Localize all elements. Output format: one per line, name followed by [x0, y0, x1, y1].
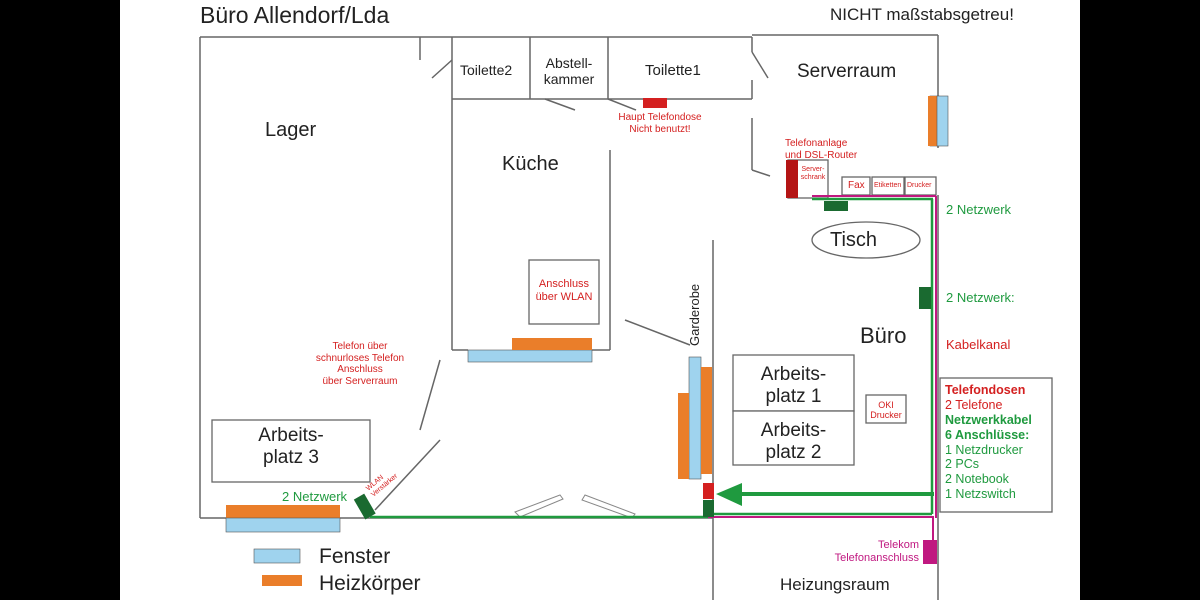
- legend-fenster: Fenster: [319, 545, 391, 568]
- fax-label: Fax: [848, 180, 865, 191]
- room-garderobe: Garderobe: [687, 283, 702, 346]
- netzwerk-bottom-label: 2 Netzwerk: [282, 489, 348, 504]
- kabelkanal-label: Kabelkanal: [946, 337, 1011, 352]
- room-abstellkammer: Abstell- kammer: [543, 55, 595, 88]
- netzwerk-item: 2 PCs: [945, 457, 980, 472]
- oki-drucker: OKI Drucker: [870, 400, 902, 421]
- telefon-schnurlos: Telefon über schnurloses Telefon Anschlu…: [315, 341, 405, 387]
- walls: [199, 34, 939, 600]
- arbeitsplatz-1: Arbeits- platz 1: [760, 364, 827, 407]
- room-kueche: Küche: [502, 153, 559, 175]
- drucker-label: Drucker: [907, 182, 932, 189]
- room-toilette2: Toilette2: [460, 62, 513, 78]
- netzwerk-mid-label: 2 Netzwerk:: [946, 290, 1015, 305]
- wlan-anschluss: Anschluss über WLAN: [535, 278, 593, 303]
- cables: [370, 195, 937, 540]
- room-heizungsraum: Heizungsraum: [780, 575, 890, 594]
- room-toilette1: Toilette1: [645, 62, 701, 79]
- room-serverraum: Serverraum: [797, 61, 897, 82]
- windows-heaters: [225, 95, 949, 586]
- etiketten-label: Etiketten: [874, 182, 902, 189]
- haupt-telefondose: Haupt Telefondose Nicht benutzt!: [618, 112, 702, 135]
- room-lager: Lager: [265, 119, 317, 141]
- arbeitsplatz-2: Arbeits- platz 2: [760, 420, 827, 463]
- furniture: [211, 159, 1053, 513]
- telefondosen-title: Telefondosen: [945, 383, 1026, 397]
- sockets: [353, 98, 937, 564]
- info-box: Telefondosen 2 Telefone Netzwerkkabel 6 …: [945, 383, 1032, 502]
- netzwerk-item: 1 Netzswitch: [945, 487, 1016, 502]
- scale-note: NICHT maßstabsgetreu!: [830, 5, 1014, 24]
- telefondosen-item: 2 Telefone: [945, 397, 1003, 412]
- telefonanlage-label: Telefonanlage und DSL-Router: [785, 138, 858, 161]
- netzwerk-top-label: 2 Netzwerk: [946, 202, 1012, 217]
- anschluesse-title: 6 Anschlüsse:: [945, 427, 1030, 442]
- netzwerkkabel-title: Netzwerkkabel: [945, 412, 1032, 427]
- netzwerk-item: 1 Netzdrucker: [945, 442, 1023, 457]
- telekom-label: Telekom Telefonanschluss: [834, 539, 919, 565]
- legend-heizkoerper: Heizkörper: [319, 572, 421, 595]
- server-schrank: Server- schrank: [800, 166, 826, 182]
- page-title: Büro Allendorf/Lda: [200, 2, 390, 28]
- netzwerk-item: 2 Notebook: [945, 472, 1009, 487]
- arbeitsplatz-3: Arbeits- platz 3: [258, 425, 324, 468]
- room-buero: Büro: [860, 323, 907, 348]
- tisch-label: Tisch: [830, 229, 878, 251]
